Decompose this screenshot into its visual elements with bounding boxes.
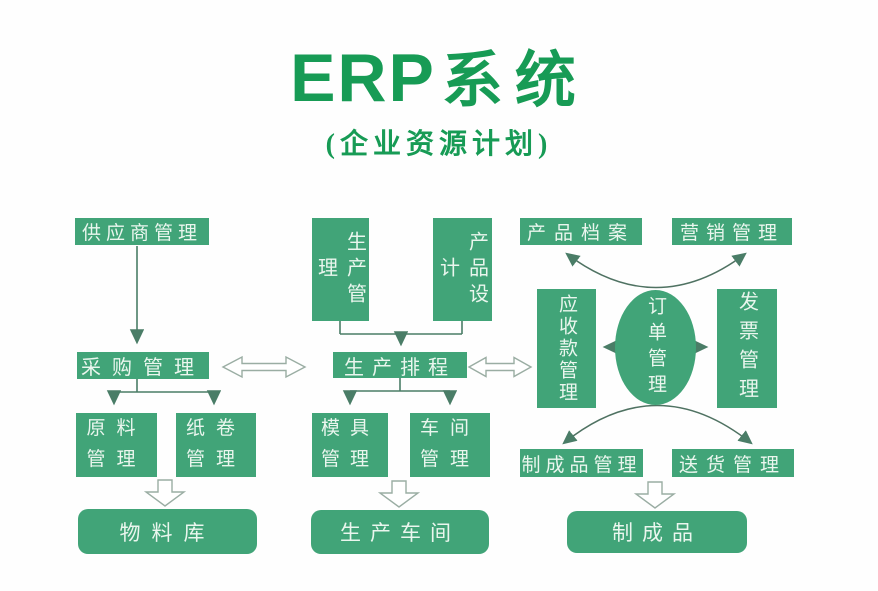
node-production-management: 生产管理	[312, 218, 369, 321]
page-subtitle: (企业资源计划)	[325, 129, 553, 160]
node-order-management-ellipse: 订单管理	[615, 290, 696, 405]
branch-schedule	[350, 378, 450, 392]
node-delivery-management: 送货管理	[672, 449, 794, 477]
node-marketing-management: 营销管理	[672, 218, 792, 245]
block-arrow-to-production-workshop	[377, 480, 421, 508]
double-arrow-schedule-receivables	[467, 356, 533, 378]
block-arrow-to-material-warehouse	[143, 479, 187, 507]
page-title: ERP系统	[0, 30, 878, 119]
node-finished-goods-management: 制成品管理	[520, 449, 643, 477]
node-purchasing-management: 采购管理	[77, 352, 209, 379]
block-arrow-to-finished-goods	[633, 481, 677, 509]
node-material-warehouse: 物料库	[78, 509, 257, 554]
arc-order-to-archive-and-marketing	[565, 252, 747, 289]
node-product-archive: 产品档案	[520, 218, 642, 245]
node-receivables-management: 应收款管理	[537, 289, 596, 408]
node-invoice-management: 发票管理	[717, 289, 777, 408]
node-product-design: 产品设计	[433, 218, 492, 321]
merge-production-design	[339, 321, 463, 335]
node-finished-goods: 制成品	[567, 511, 747, 553]
branch-purchasing	[114, 379, 214, 393]
node-workshop-management: 车间管理	[410, 413, 490, 477]
node-supplier-management: 供应商管理	[75, 218, 209, 245]
node-production-workshop: 生产车间	[311, 510, 489, 554]
title-system-text: 系统	[441, 48, 588, 115]
node-mold-management: 模具管理	[312, 413, 388, 477]
double-arrow-purchasing-schedule	[221, 355, 307, 379]
node-raw-material-management: 原料管理	[76, 413, 157, 477]
title-erp-text: ERP	[290, 40, 436, 116]
node-production-scheduling: 生产排程	[333, 352, 467, 379]
node-paper-roll-management: 纸卷管理	[176, 413, 256, 477]
arc-order-to-finishedmgmt-and-delivery	[562, 404, 753, 445]
